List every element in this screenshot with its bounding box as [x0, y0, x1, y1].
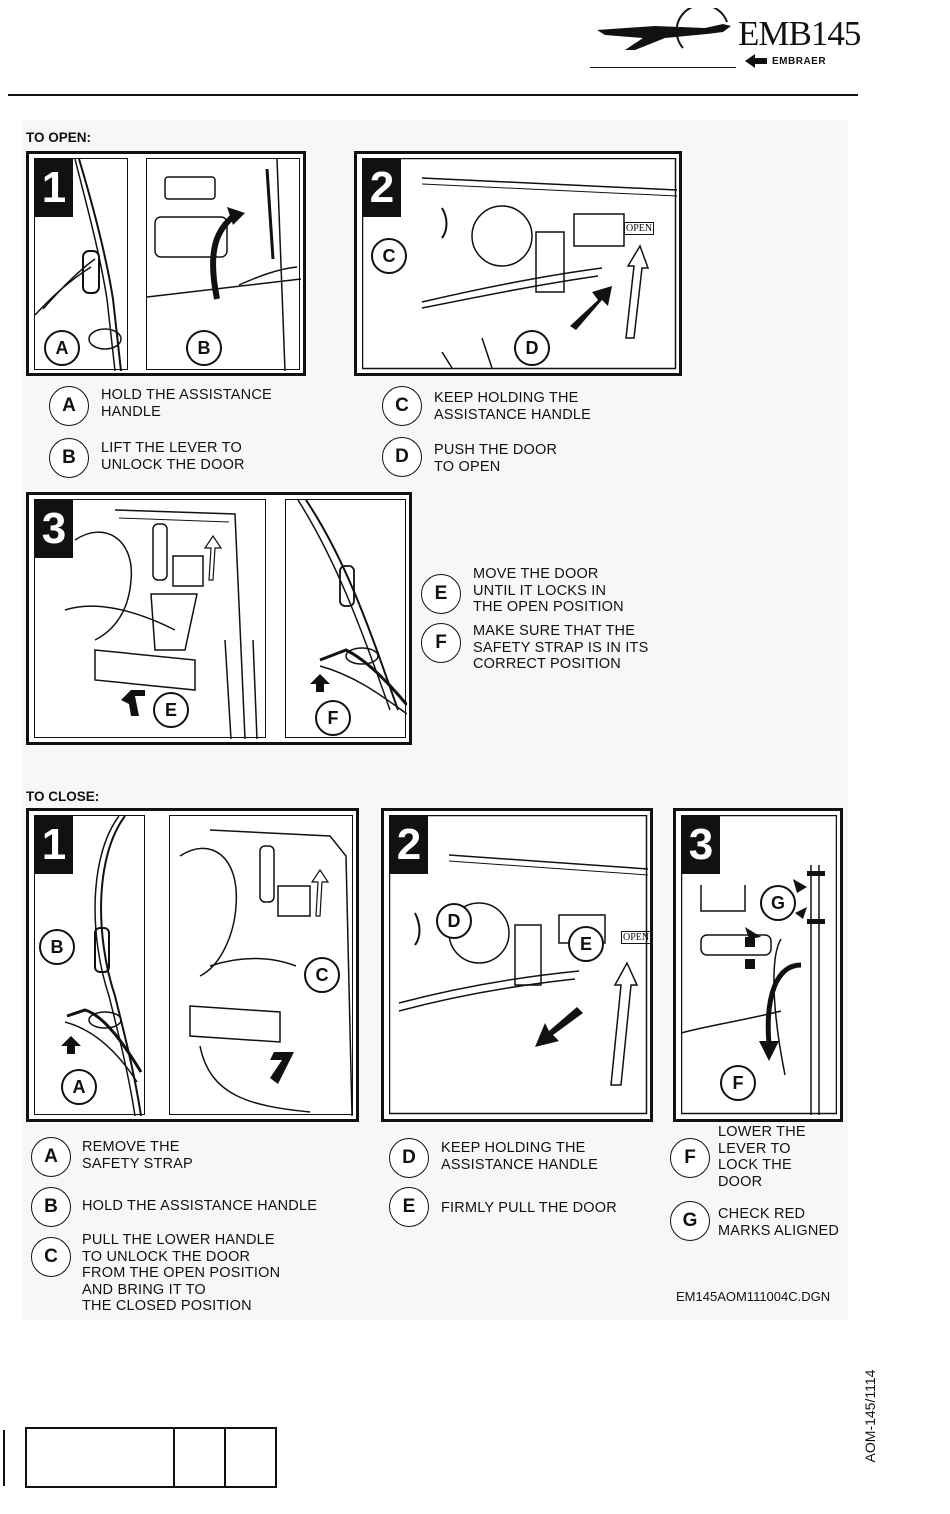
- cabin-door-pull-illustration: [389, 815, 648, 1115]
- step-number: 3: [35, 500, 73, 558]
- logo-brand: EMBRAER: [772, 56, 827, 67]
- legend-text: HOLD THE ASSISTANCE HANDLE: [82, 1198, 318, 1214]
- legend-letter: F: [670, 1138, 710, 1178]
- figure-reference: EM145AOM111004C.DGN: [676, 1289, 831, 1304]
- open-step3-right-view: [285, 499, 407, 738]
- open-step1-left-view: 1: [34, 158, 128, 371]
- open-step3-left-view: 3: [34, 499, 266, 739]
- footer-revision-box: [25, 1427, 277, 1488]
- callout-f: F: [720, 1065, 756, 1101]
- callout-d: D: [514, 330, 550, 366]
- lever-lock-illustration: [681, 815, 837, 1115]
- legend-text: CHECK RED MARKS ALIGNED: [718, 1206, 840, 1239]
- legend-letter: C: [31, 1237, 71, 1277]
- step-number: 1: [35, 816, 73, 874]
- open-step1-panel: 1 A B: [26, 151, 306, 376]
- open-section-title: TO OPEN:: [26, 130, 92, 145]
- open-step1-right-view: [146, 158, 301, 371]
- open-sign: OPEN: [624, 222, 655, 235]
- callout-a: A: [44, 330, 80, 366]
- legend-text: KEEP HOLDING THE ASSISTANCE HANDLE: [441, 1140, 599, 1173]
- callout-d: D: [436, 903, 472, 939]
- legend-letter: B: [49, 438, 89, 478]
- legend-text: HOLD THE ASSISTANCE HANDLE: [101, 387, 272, 420]
- legend-letter: D: [389, 1138, 429, 1178]
- callout-b: B: [186, 330, 222, 366]
- legend-text: MAKE SURE THAT THE SAFETY STRAP IS IN IT…: [473, 623, 649, 672]
- step-number: 3: [682, 816, 720, 874]
- legend-letter: A: [31, 1137, 71, 1177]
- logo-underline: [590, 67, 736, 68]
- legend-letter: C: [382, 386, 422, 426]
- open-step2-panel: 2 OPEN C D: [354, 151, 682, 376]
- door-open-illustration: [64, 509, 258, 739]
- legend-letter: B: [31, 1187, 71, 1227]
- document-code: AOM-145/1114: [862, 1369, 878, 1463]
- door-frame-illustration: [35, 159, 122, 371]
- callout-a: A: [61, 1069, 97, 1105]
- legend-text: LIFT THE LEVER TO UNLOCK THE DOOR: [101, 440, 245, 473]
- airplane-logo-icon: [597, 8, 731, 50]
- legend-text: KEEP HOLDING THE ASSISTANCE HANDLE: [434, 390, 592, 423]
- close-step1-right-view: [169, 815, 353, 1116]
- embraer-arrow-icon: [745, 54, 767, 68]
- legend-letter: A: [49, 386, 89, 426]
- callout-c: C: [304, 957, 340, 993]
- legend-text: MOVE THE DOOR UNTIL IT LOCKS IN THE OPEN…: [473, 566, 624, 615]
- cabin-door-push-illustration: [362, 158, 677, 370]
- legend-text: PULL THE LOWER HANDLE TO UNLOCK THE DOOR…: [82, 1232, 281, 1314]
- open-sign: OPEN: [621, 931, 652, 944]
- footer-divider: [224, 1429, 226, 1486]
- callout-e: E: [153, 692, 189, 728]
- step-number: 1: [35, 159, 73, 217]
- door-lever-illustration: [147, 159, 301, 371]
- legend-letter: D: [382, 437, 422, 477]
- callout-e: E: [568, 926, 604, 962]
- header-rule: [8, 94, 858, 96]
- logo-model: EMB145: [738, 14, 861, 53]
- callout-c: C: [371, 238, 407, 274]
- legend-letter: E: [389, 1187, 429, 1227]
- close-section-title: TO CLOSE:: [26, 789, 100, 804]
- close-step1-panel: 1 B C A: [26, 808, 359, 1122]
- close-step2-panel: 2 OPEN D E: [381, 808, 653, 1122]
- legend-text: PUSH THE DOOR TO OPEN: [434, 442, 558, 475]
- legend-letter: F: [421, 623, 461, 663]
- callout-f: F: [315, 700, 351, 736]
- footer-divider: [173, 1429, 175, 1486]
- legend-text: LOWER THE LEVER TO LOCK THE DOOR: [718, 1124, 806, 1190]
- legend-letter: E: [421, 574, 461, 614]
- close-step1-left-view: 1: [34, 815, 145, 1116]
- callout-g: G: [760, 885, 796, 921]
- step-number: 2: [390, 816, 428, 874]
- open-step3-panel: 3 E F: [26, 492, 412, 745]
- legend-letter: G: [670, 1201, 710, 1241]
- close-step3-panel: 3 G F: [673, 808, 843, 1122]
- revision-bar: [3, 1430, 5, 1486]
- callout-b: B: [39, 929, 75, 965]
- door-closing-illustration: [179, 829, 353, 1116]
- legend-text: FIRMLY PULL THE DOOR: [441, 1200, 617, 1216]
- step-number: 2: [363, 159, 401, 217]
- legend-text: REMOVE THE SAFETY STRAP: [82, 1139, 193, 1172]
- door-frame-strap-illustration: [61, 816, 143, 1116]
- safety-strap-illustration: [297, 500, 407, 715]
